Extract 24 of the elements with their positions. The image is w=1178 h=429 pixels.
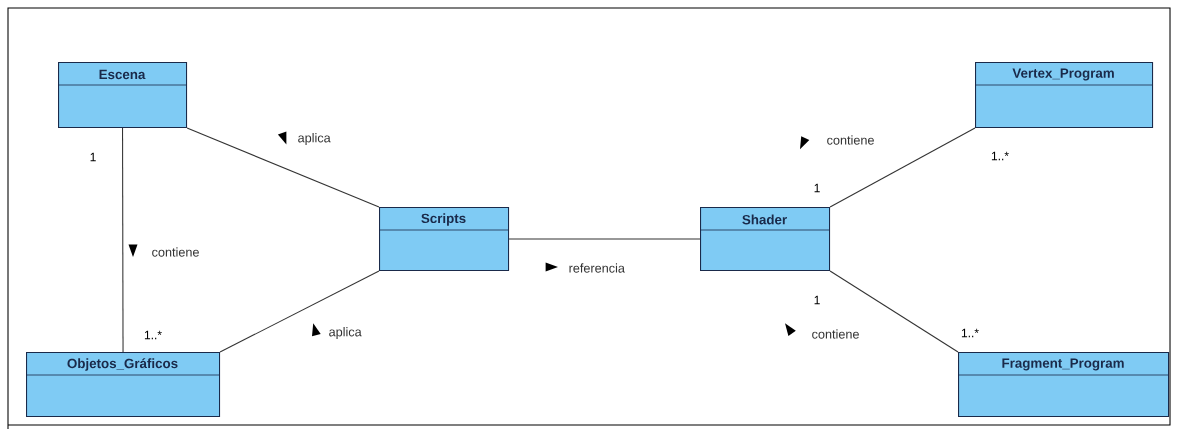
- multiplicity-label: 1: [814, 295, 820, 305]
- association-line: [829, 127, 976, 208]
- edge-label: contiene: [810, 328, 861, 340]
- class-box: Objetos_Gráficos: [25, 352, 221, 418]
- edge-label: aplica: [296, 131, 333, 147]
- multiplicity-label: 1..*: [144, 330, 162, 340]
- multiplicity-label: 1..*: [961, 328, 979, 338]
- association-line: [508, 238, 701, 240]
- class-box: Vertex_Program: [974, 62, 1154, 129]
- class-box: Scripts: [378, 207, 510, 272]
- class-box: Escena: [57, 62, 188, 129]
- edge-label: referencia: [567, 262, 627, 274]
- multiplicity-label: 1: [90, 152, 96, 162]
- class-box: Fragment_Program: [957, 352, 1170, 418]
- association-line: [829, 270, 959, 353]
- edge-label: contiene: [825, 134, 876, 146]
- class-box: Shader: [699, 207, 831, 272]
- association-line: [186, 127, 380, 208]
- association-line: [219, 270, 380, 353]
- association-line: [122, 127, 124, 353]
- multiplicity-label: 1: [814, 183, 820, 193]
- edge-label: contiene: [150, 246, 201, 258]
- multiplicity-label: 1..*: [991, 151, 1009, 161]
- edge-label: aplica: [327, 325, 364, 341]
